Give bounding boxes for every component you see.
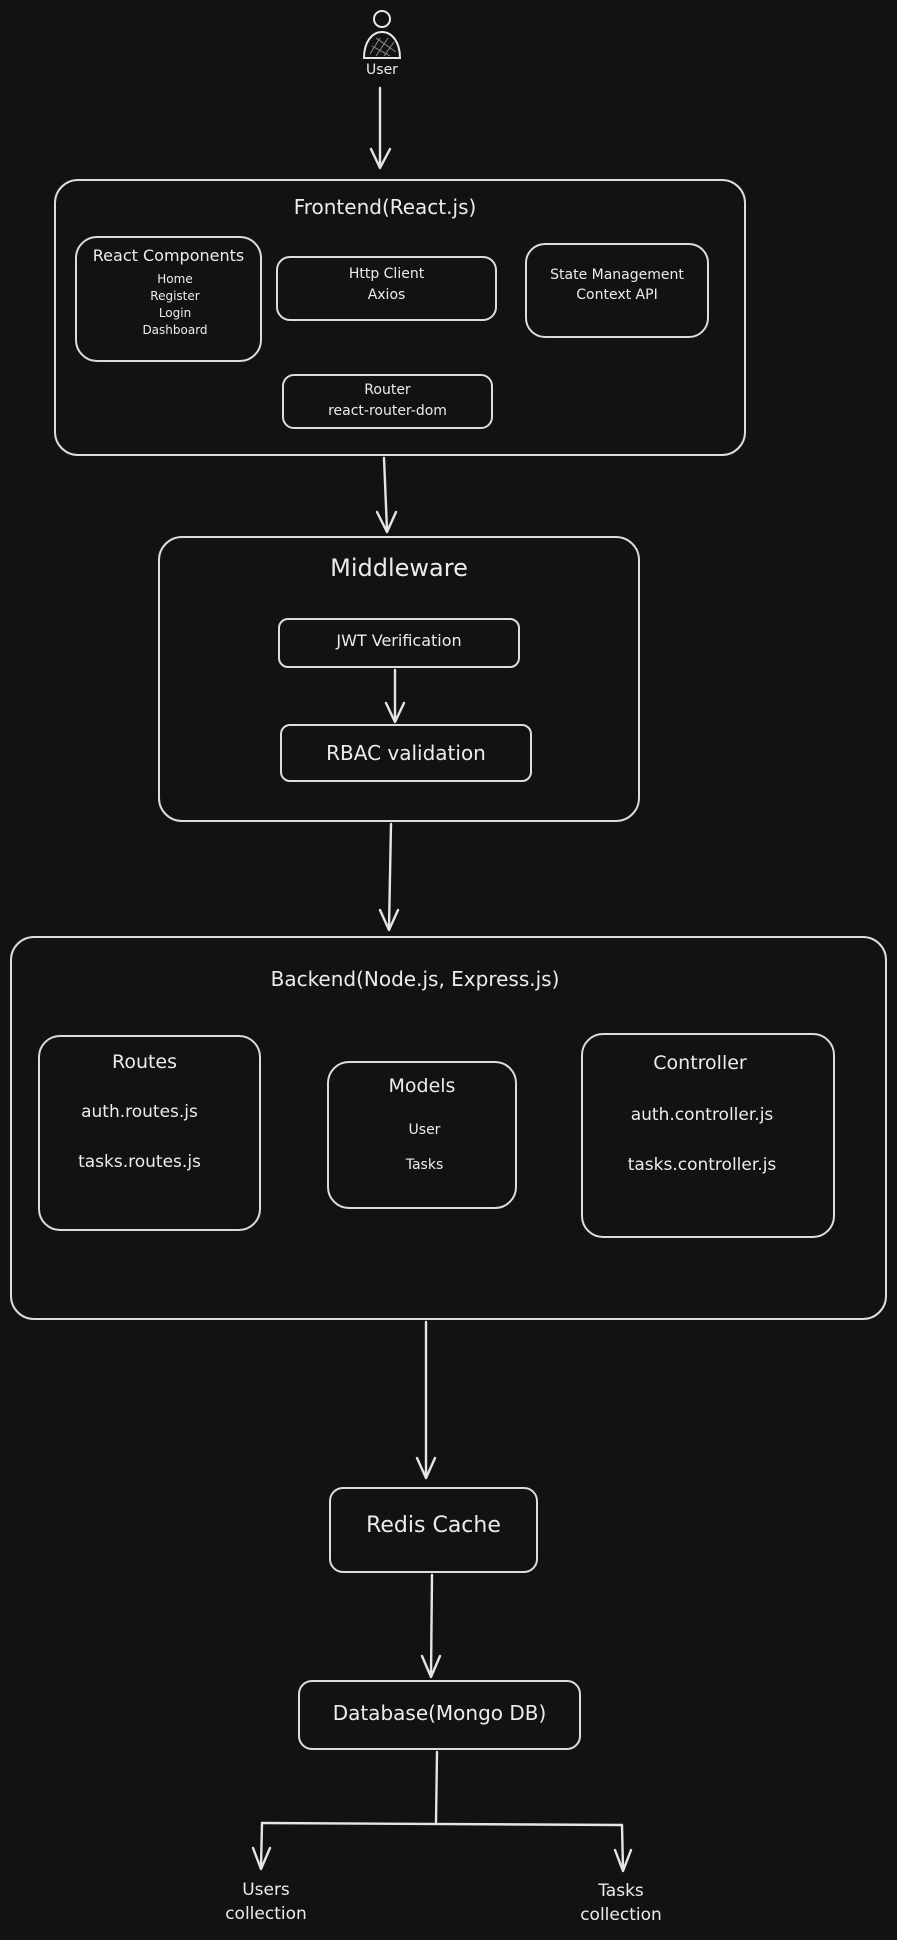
arrowhead-user-to-frontend [369,147,392,170]
middleware-title: Middleware [330,554,468,582]
arrowhead-middleware-to-backend [378,908,400,932]
state-management-box [525,243,709,338]
controller-tasks-file: tasks.controller.js [627,1155,777,1175]
react-component-dashboard: Dashboard [142,323,208,337]
http-client-title: Http Client [348,266,425,282]
react-component-login: Login [158,306,192,320]
tasks-collection-line1: Tasks [598,1881,644,1901]
redis-cache-label: Redis Cache [366,1513,501,1538]
rbac-validation-label: RBAC validation [326,741,486,765]
routes-auth-file: auth.routes.js [81,1102,198,1122]
user-label: User [366,62,398,78]
middleware-container [158,536,640,822]
models-title: Models [388,1075,456,1097]
jwt-verification-box [278,618,520,668]
jwt-verification-label: JWT Verification [336,631,462,650]
arrow-middleware-to-backend [387,822,393,930]
connector-database-trunk [434,1750,439,1825]
database-label: Database(Mongo DB) [332,1701,547,1725]
routes-title: Routes [111,1051,178,1073]
arrowhead-database-to-users [251,1846,272,1871]
rbac-validation-box [280,724,532,782]
router-box [282,374,493,429]
connector-database-branch [260,1821,624,1827]
routes-box [38,1035,261,1231]
state-management-library: Context API [576,287,658,303]
controller-title: Controller [653,1052,747,1074]
frontend-container [54,179,746,456]
frontend-title: Frontend(React.js) [293,195,477,219]
user-icon [362,10,402,59]
router-library: react-router-dom [328,403,447,419]
routes-tasks-file: tasks.routes.js [78,1152,201,1172]
backend-title: Backend(Node.js, Express.js) [270,967,560,991]
state-management-title: State Management [550,267,684,283]
http-client-box [276,256,497,321]
react-components-title: React Components [92,246,245,265]
arrowhead-redis-to-database [420,1654,442,1679]
users-collection-line1: Users [242,1880,290,1900]
http-client-library: Axios [367,287,406,303]
react-component-home: Home [157,272,193,286]
models-user: User [408,1122,441,1138]
router-title: Router [364,382,411,398]
react-components-box [75,236,262,362]
arrowhead-database-to-tasks [613,1848,633,1873]
controller-box [581,1033,835,1238]
arrowhead-backend-to-redis [415,1456,437,1480]
react-component-register: Register [150,289,200,303]
models-box [327,1061,517,1209]
users-collection-line2: collection [225,1904,307,1924]
arrow-database-to-tasks [620,1823,625,1871]
backend-container [10,936,887,1320]
controller-auth-file: auth.controller.js [630,1105,774,1125]
arrowhead-frontend-to-middleware [375,510,398,534]
tasks-collection-line2: collection [580,1905,662,1925]
arrow-redis-to-database [429,1573,434,1677]
database-box [298,1680,581,1750]
arrow-frontend-to-middleware [382,456,389,532]
models-tasks: Tasks [405,1157,444,1173]
redis-cache-box [329,1487,538,1573]
arrow-database-to-users [259,1821,264,1869]
